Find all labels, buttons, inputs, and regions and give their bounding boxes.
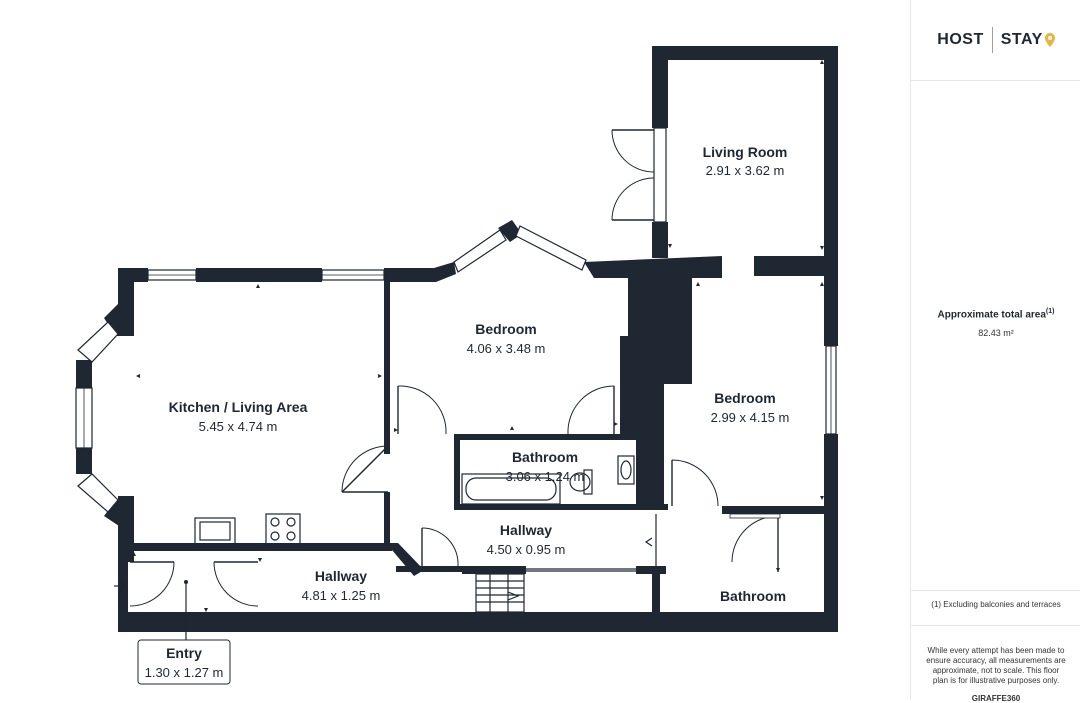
brand-logo: HOST STAY (911, 0, 1080, 81)
brand-right-word: STAY (1000, 31, 1043, 48)
brand-separator (991, 27, 993, 53)
room-entry: Entry 1.30 x 1.27 m (137, 639, 231, 685)
fixtures (114, 455, 657, 613)
room-name: Bedroom (714, 390, 775, 406)
room-bathroom-center: Bathroom 3.06 x 1.24 m (506, 449, 585, 484)
room-name: Hallway (500, 522, 552, 538)
room-dimensions: 2.99 x 4.15 m (711, 410, 790, 425)
room-hallway-lower: Hallway 4.81 x 1.25 m (302, 568, 381, 603)
room-name: Bathroom (512, 449, 578, 465)
room-living-room: Living Room 2.91 x 3.62 m (703, 144, 788, 178)
sidebar: HOST STAY Approximate total area(1) 82.4… (910, 0, 1080, 703)
room-hallway-center: Hallway 4.50 x 0.95 m (487, 522, 566, 557)
room-labels: Living Room 2.91 x 3.62 m Bedroom 4.06 x… (137, 144, 790, 685)
disclaimer: While every attempt has been made to ens… (926, 646, 1066, 685)
room-name: Living Room (703, 144, 788, 160)
total-area-label-text: Approximate total area (937, 309, 1046, 321)
room-bedroom-right: Bedroom 2.99 x 4.15 m (711, 390, 790, 425)
room-dimensions: 4.50 x 0.95 m (487, 542, 566, 557)
doors (129, 129, 781, 640)
room-dimensions: 4.06 x 3.48 m (467, 341, 546, 356)
room-kitchen: Kitchen / Living Area 5.45 x 4.74 m (169, 399, 308, 434)
total-area: Approximate total area(1) 82.43 m² (911, 308, 1080, 338)
room-name: Hallway (315, 568, 367, 584)
plan-code: GIRAFFE360 (971, 694, 1021, 703)
wall-markers (132, 60, 824, 612)
total-area-label: Approximate total area(1) (911, 308, 1080, 320)
room-bathroom-right: Bathroom (720, 588, 786, 604)
divider (911, 625, 1080, 626)
room-name: Bedroom (475, 321, 536, 337)
walls (76, 46, 838, 632)
total-area-note-ref: (1) (1045, 308, 1055, 315)
floor-plan: Living Room 2.91 x 3.62 m Bedroom 4.06 x… (75, 46, 838, 685)
room-dimensions: 4.81 x 1.25 m (302, 588, 381, 603)
room-dimensions: 2.91 x 3.62 m (706, 163, 785, 178)
divider (911, 590, 1080, 591)
windows (75, 127, 837, 513)
room-name: Entry (166, 645, 202, 661)
footnote: (1) Excluding balconies and terraces (931, 600, 1061, 609)
brand-left-word: HOST (937, 31, 984, 48)
room-name: Bathroom (720, 588, 786, 604)
room-dimensions: 5.45 x 4.74 m (199, 419, 278, 434)
total-area-value: 82.43 m² (978, 328, 1014, 339)
room-name: Kitchen / Living Area (169, 399, 308, 415)
location-pin-icon (1044, 33, 1055, 47)
room-dimensions: 3.06 x 1.24 m (506, 469, 585, 484)
room-dimensions: 1.30 x 1.27 m (145, 665, 224, 680)
room-bedroom-top: Bedroom 4.06 x 3.48 m (467, 321, 546, 356)
